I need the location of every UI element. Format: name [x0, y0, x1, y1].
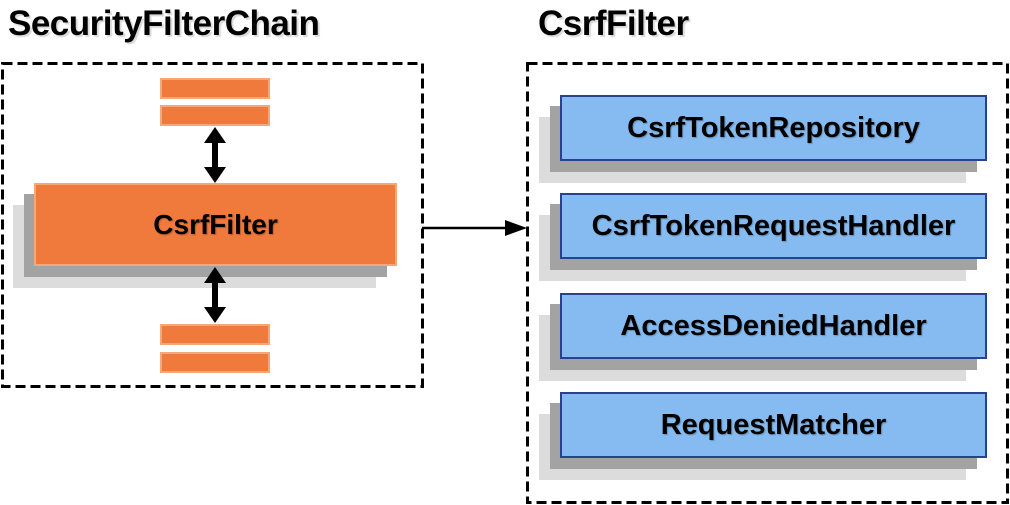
csrf-filter-node-label: CsrfFilter	[153, 208, 278, 240]
component-access-denied-handler: AccessDeniedHandler	[560, 293, 987, 359]
filter-placeholder-bar-top-1	[160, 78, 270, 99]
csrf-filter-title: CsrfFilter	[538, 4, 689, 43]
right-arrow-icon	[422, 220, 527, 236]
component-csrf-token-repository: CsrfTokenRepository	[560, 95, 987, 161]
double-headed-arrow-icon-bottom	[204, 267, 226, 323]
filter-placeholder-bar-top-2	[160, 105, 270, 126]
filter-placeholder-bar-bottom-1	[160, 324, 270, 345]
component-label: AccessDeniedHandler	[620, 309, 927, 342]
security-filter-chain-title: SecurityFilterChain	[8, 4, 320, 43]
csrf-filter-node: CsrfFilter	[34, 183, 397, 266]
component-label: RequestMatcher	[660, 408, 887, 441]
component-request-matcher: RequestMatcher	[560, 392, 987, 458]
component-label: CsrfTokenRequestHandler	[591, 209, 956, 242]
csrf-filter-panel-border	[526, 62, 1009, 504]
double-headed-arrow-icon-top	[204, 127, 226, 183]
filter-placeholder-bar-bottom-2	[160, 352, 270, 373]
component-csrf-token-request-handler: CsrfTokenRequestHandler	[560, 193, 987, 259]
component-label: CsrfTokenRepository	[627, 111, 920, 144]
security-filter-chain-panel-border	[1, 62, 424, 388]
